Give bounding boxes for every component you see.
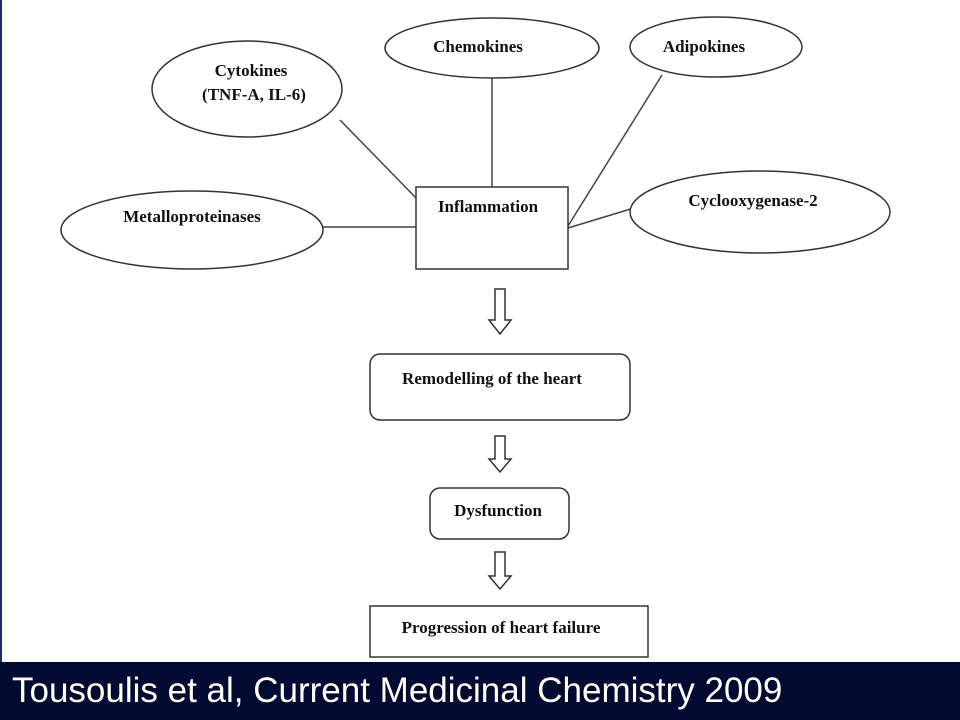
slide-left-edge — [0, 0, 2, 662]
progression-box — [369, 605, 649, 658]
cytokines-label: Cytokines — [215, 61, 288, 80]
connector-cyclooxygenase — [567, 207, 635, 229]
chemokines-node — [384, 17, 600, 79]
dysfunction-label: Dysfunction — [454, 501, 542, 520]
connector-adipokines — [567, 74, 663, 227]
cyclooxygenase-node — [629, 170, 891, 254]
citation-text: Tousoulis et al, Current Medicinal Chemi… — [12, 671, 783, 710]
progression-label: Progression of heart failure — [402, 618, 601, 637]
remodelling-label: Remodelling of the heart — [402, 369, 582, 388]
down-arrow-icon — [487, 288, 513, 336]
metalloproteinases-label: Metalloproteinases — [123, 207, 261, 226]
remodelling-box — [369, 353, 631, 421]
down-arrow-icon — [487, 435, 513, 474]
adipokines-node — [629, 16, 803, 78]
adipokines-label: Adipokines — [663, 37, 746, 56]
down-arrow-icon — [487, 551, 513, 591]
chemokines-label: Chemokines — [433, 37, 523, 56]
citation-bar — [0, 662, 960, 720]
inflammation-label: Inflammation — [438, 197, 539, 216]
inflammation-flow-diagram: Cytokines (TNF-A, IL-6) Chemokines Adipo… — [60, 16, 891, 658]
dysfunction-box — [429, 487, 570, 540]
connector-cytokines — [339, 119, 419, 201]
cytokines-sublabel: (TNF-A, IL-6) — [202, 85, 306, 104]
cytokines-node — [151, 40, 343, 138]
cyclooxygenase-label: Cyclooxygenase-2 — [688, 191, 817, 210]
metalloproteinases-node — [60, 190, 324, 270]
inflammation-box — [415, 186, 569, 270]
